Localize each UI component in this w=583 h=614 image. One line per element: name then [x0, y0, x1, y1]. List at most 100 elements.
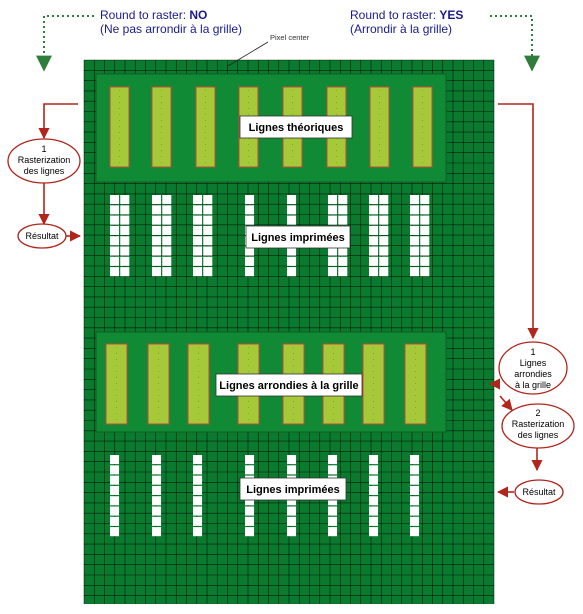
printed-pixel [420, 215, 430, 225]
printed-pixel [152, 527, 162, 537]
svg-text:des lignes: des lignes [24, 166, 65, 176]
printed-pixel [287, 205, 297, 215]
printed-pixel [245, 256, 255, 266]
printed-pixel [110, 465, 120, 475]
left-header-arrow [36, 15, 94, 72]
printed-pixel [193, 496, 203, 506]
header-left-subtitle: (Ne pas arrondir à la grille) [100, 22, 243, 36]
printed-pixel [369, 256, 379, 266]
printed-pixel [245, 496, 255, 506]
svg-text:Lignes imprimées: Lignes imprimées [251, 232, 345, 244]
printed-pixel [287, 527, 297, 537]
printed-pixel [379, 215, 389, 225]
printed-pixel [287, 516, 297, 526]
printed-pixel [287, 215, 297, 225]
printed-pixel [287, 506, 297, 516]
header-left: Round to raster: NO (Ne pas arrondir à l… [100, 8, 242, 36]
printed-pixel [152, 195, 162, 205]
label-rounded: Lignes arrondies à la grille [215, 373, 363, 397]
printed-pixel [245, 455, 255, 465]
printed-pixel [162, 215, 172, 225]
printed-pixel [287, 246, 297, 256]
printed-pixel [120, 225, 130, 235]
printed-pixel [152, 516, 162, 526]
svg-text:1: 1 [530, 347, 535, 357]
printed-pixel [162, 256, 172, 266]
printed-pixel [152, 205, 162, 215]
printed-pixel [245, 267, 255, 277]
svg-text:Lignes imprimées: Lignes imprimées [246, 484, 340, 496]
printed-pixel [369, 236, 379, 246]
printed-pixel [152, 246, 162, 256]
printed-pixel [193, 205, 203, 215]
printed-pixel [245, 527, 255, 537]
printed-pixel [420, 236, 430, 246]
header-left-value: NO [189, 8, 208, 22]
printed-pixel [110, 205, 120, 215]
printed-pixel [120, 267, 130, 277]
printed-pixel [369, 516, 379, 526]
printed-pixel [193, 236, 203, 246]
svg-text:Lignes arrondies à la grille: Lignes arrondies à la grille [219, 380, 358, 392]
printed-pixel [110, 215, 120, 225]
printed-pixel [193, 465, 203, 475]
printed-pixel [193, 225, 203, 235]
printed-pixel [369, 496, 379, 506]
printed-pixel [379, 246, 389, 256]
printed-pixel [110, 236, 120, 246]
printed-pixel [162, 225, 172, 235]
printed-pixel [193, 195, 203, 205]
printed-pixel [369, 485, 379, 495]
printed-pixel [203, 215, 213, 225]
svg-text:Résultat: Résultat [25, 231, 59, 241]
right-flow-arrow-3 [499, 395, 513, 411]
svg-text:à la grille: à la grille [515, 380, 551, 390]
svg-text:Rasterization: Rasterization [512, 419, 565, 429]
printed-pixel [338, 267, 348, 277]
printed-pixel [338, 205, 348, 215]
printed-pixel [193, 485, 203, 495]
printed-pixel [369, 246, 379, 256]
svg-text:2: 2 [535, 408, 540, 418]
printed-pixel [287, 496, 297, 506]
printed-pixel [203, 246, 213, 256]
printed-pixel [328, 496, 338, 506]
printed-pixel [410, 256, 420, 266]
printed-pixel [110, 527, 120, 537]
printed-pixel [328, 205, 338, 215]
printed-pixel [410, 236, 420, 246]
printed-pixel [420, 267, 430, 277]
printed-pixel [410, 225, 420, 235]
printed-pixel [369, 506, 379, 516]
printed-pixel [328, 527, 338, 537]
printed-pixel [203, 205, 213, 215]
printed-pixel [203, 236, 213, 246]
printed-pixel [193, 215, 203, 225]
printed-pixel [110, 246, 120, 256]
printed-pixel [369, 475, 379, 485]
printed-pixel [193, 506, 203, 516]
printed-pixel [193, 267, 203, 277]
printed-pixel [287, 465, 297, 475]
printed-pixel [328, 506, 338, 516]
printed-pixel [369, 455, 379, 465]
header-right-value: YES [439, 8, 464, 22]
svg-text:Résultat: Résultat [522, 487, 556, 497]
label-printed-top: Lignes imprimées [245, 225, 351, 249]
printed-pixel [410, 205, 420, 215]
printed-pixel [110, 496, 120, 506]
printed-pixel [110, 455, 120, 465]
printed-pixel [287, 267, 297, 277]
printed-pixel [162, 236, 172, 246]
printed-pixel [152, 455, 162, 465]
header-left-label: Round to raster: [100, 8, 190, 22]
printed-pixel [410, 516, 420, 526]
right-step-round: 1 Lignes arrondies à la grille [498, 341, 568, 395]
printed-pixel [120, 236, 130, 246]
printed-pixel [420, 205, 430, 215]
printed-pixel [152, 215, 162, 225]
right-step-result: Résultat [514, 479, 564, 505]
svg-text:Lignes théoriques: Lignes théoriques [249, 122, 344, 134]
